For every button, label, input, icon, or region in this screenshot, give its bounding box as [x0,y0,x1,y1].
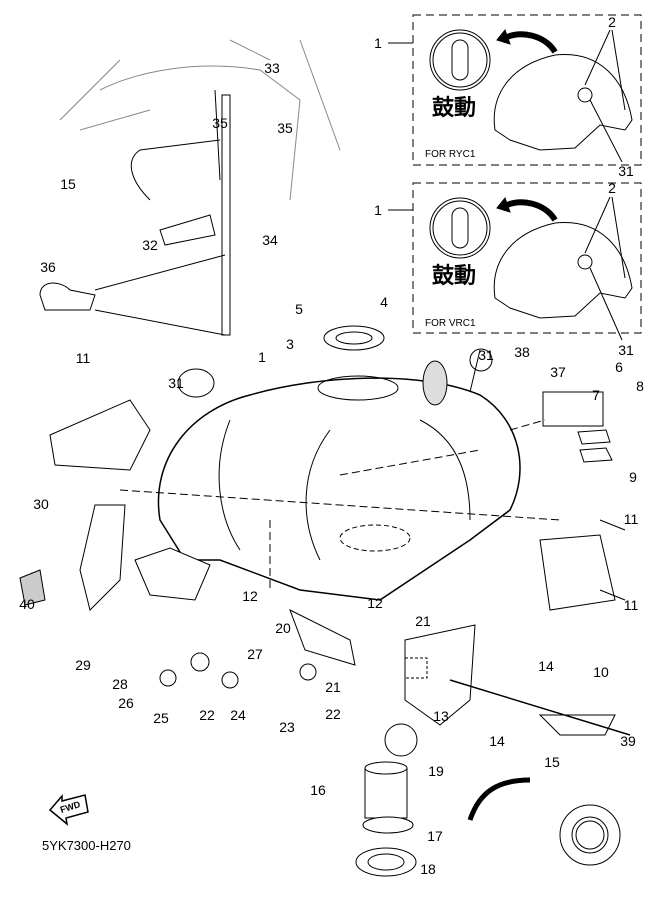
emblem-gasket [177,368,215,398]
callout: 31 [168,375,184,391]
inset-note-ryc1: FOR RYC1 [425,149,476,160]
decal-40 [19,569,46,606]
tank-inset-vrc1 [493,221,633,319]
callout: 8 [636,378,644,394]
side-cover-13 [404,624,476,726]
callout: 21 [325,679,341,695]
label-37 [542,391,604,427]
callout: 32 [142,237,158,253]
side-panel-29 [79,504,126,611]
callout: 26 [118,695,134,711]
callout: 27 [247,646,263,662]
callout: 15 [60,176,76,192]
callout: 1 [374,202,382,218]
logo-text-vrc1: 鼓動 [432,263,477,289]
inset-note-vrc1: FOR VRC1 [425,318,476,329]
side-cover-30 [49,399,151,471]
callout: 17 [427,828,443,844]
fuel-tank [157,325,521,601]
callout: 2 [608,14,616,30]
tank-inset-ryc1 [493,53,633,151]
logo-text-ryc1: 鼓動 [432,95,477,121]
callout: 11 [623,597,639,613]
callout: 21 [415,613,431,629]
callout: 14 [489,733,505,749]
label-38 [469,348,493,372]
callout: 11 [623,511,639,527]
callout: 6 [615,359,623,375]
callout: 7 [592,387,600,403]
callout: 12 [367,595,383,611]
callout: 1 [374,35,382,51]
callout: 4 [380,294,388,310]
callout: 24 [230,707,246,723]
callout: 18 [420,861,436,877]
callout: 2 [608,180,616,196]
callout: 39 [620,733,636,749]
callout: 19 [428,763,444,779]
callout: 20 [275,620,291,636]
callout: 33 [264,60,280,76]
callout: 23 [279,719,295,735]
callout: 40 [19,596,35,612]
callout: 37 [550,364,566,380]
callout: 31 [618,163,634,179]
callout: 13 [433,708,449,724]
callout: 14 [538,658,554,674]
fuel-pump-16 [362,761,414,834]
callout: 35 [277,120,293,136]
gasket-19 [384,723,418,757]
inset-frame-ryc1 [412,14,642,166]
callout: 30 [33,496,49,512]
callout: 28 [112,676,128,692]
fuel-cap-symbol-icon [429,29,491,91]
callout: 15 [544,754,560,770]
callout: 1 [258,349,266,365]
callout: 10 [593,664,609,680]
callout: 31 [478,347,494,363]
fwd-arrow-icon [48,793,89,826]
hose-34 [221,94,231,336]
callout: 22 [199,707,215,723]
callout: 34 [262,232,278,248]
fuel-cap-symbol-icon [429,197,491,259]
inset-frame-vrc1 [412,182,642,334]
callout: 29 [75,657,91,673]
decal-39 [538,714,616,736]
callout: 31 [618,342,634,358]
callout: 22 [325,706,341,722]
hose-15 [467,777,531,821]
callout: 12 [242,588,258,604]
callout: 36 [40,259,56,275]
throttle-body [559,804,621,866]
callout: 9 [629,469,637,485]
side-cover-10 [539,534,616,611]
callout: 16 [310,782,326,798]
callout: 11 [75,350,91,366]
callout: 5 [295,301,303,317]
diagram-code: 5YK7300-H270 [42,838,131,853]
callout: 3 [286,336,294,352]
callout: 35 [212,115,228,131]
callout: 38 [514,344,530,360]
callout: 25 [153,710,169,726]
plate-17 [355,847,417,877]
